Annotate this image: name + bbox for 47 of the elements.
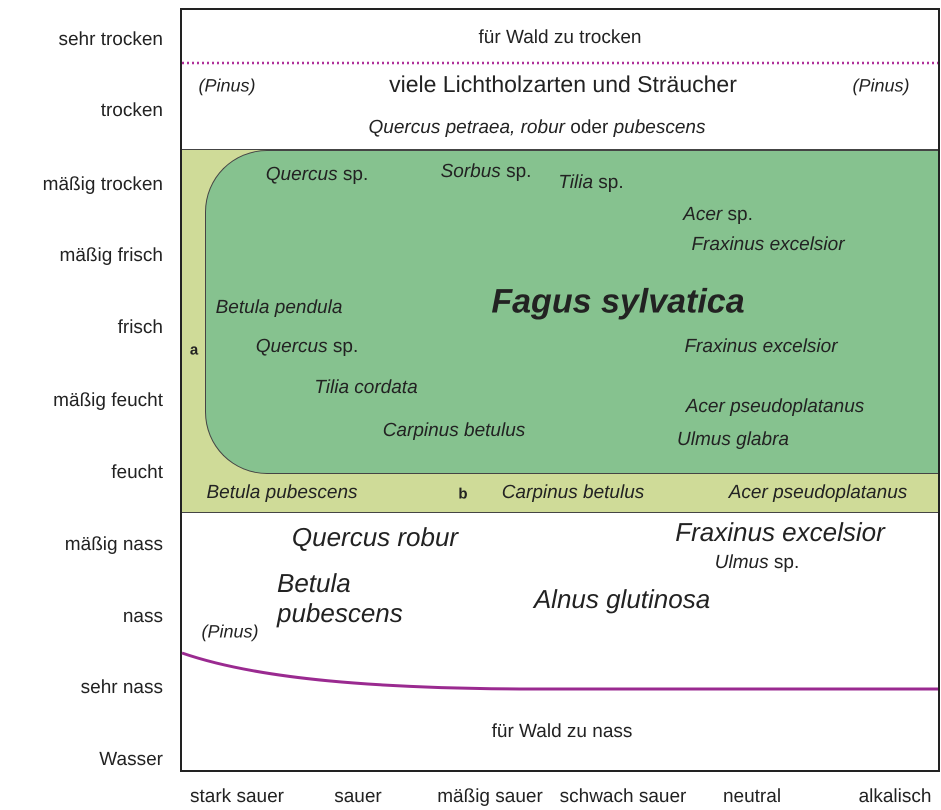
species-label: (Pinus) [198,76,256,96]
species-label: Ulmus glabra [677,429,789,451]
axis-label: alkalisch [858,786,932,808]
axis-label: mäßig sauer [437,786,543,808]
axis-label: trocken [100,100,163,122]
axis-label: sehr trocken [58,29,163,51]
zone-label: für Wald zu nass [492,721,632,743]
species-label: Alnus glutinosa [534,585,710,615]
species-label: Fraxinus excelsior [675,518,885,548]
axis-label: stark sauer [190,786,284,808]
zone-letter: a [190,341,198,359]
species-label: Quercus sp. [266,164,368,186]
species-label: Carpinus betulus [502,482,644,504]
species-label: Quercus robur [292,523,458,553]
species-label: Betula pubescens [206,482,358,504]
species-label: Fraxinus excelsior [684,336,838,358]
axis-label: schwach sauer [560,786,686,808]
species-label: Tilia sp. [558,172,624,194]
species-label: Acer pseudoplatanus [728,482,908,504]
axis-label: Wasser [99,749,163,771]
zone-label: für Wald zu trocken [478,27,642,49]
species-label: Tilia cordata [314,377,418,399]
species-label: (Pinus) [852,76,910,96]
axis-label: mäßig frisch [60,245,163,267]
species-label: (Pinus) [202,622,258,642]
species-label: Carpinus betulus [382,420,526,442]
axis-label: nass [122,606,163,628]
zone-letter: b [458,485,468,503]
axis-label: sauer [334,786,382,808]
species-label: Betula pubescens [277,569,404,629]
axis-label: frisch [118,317,163,339]
species-label: Acer sp. [683,204,753,226]
species-label: Betula pendula [216,297,342,319]
axis-label: mäßig feucht [53,390,163,412]
species-label: Quercus sp. [256,336,358,358]
species-label: Acer pseudoplatanus [686,396,864,418]
species-label: Sorbus sp. [440,161,532,183]
species-label: Quercus petraea, robur oder pubescens [368,117,706,139]
axis-label: feucht [111,462,163,484]
axis-label: mäßig nass [64,534,163,556]
axis-label: neutral [722,786,782,808]
axis-label: mäßig trocken [42,174,163,196]
species-label: Ulmus sp. [714,552,800,574]
species-label: Fraxinus excelsior [691,234,845,256]
species-label: Fagus sylvatica [491,282,745,322]
axis-label: sehr nass [80,677,163,699]
zone-label: viele Lichtholzarten und Sträucher [389,70,737,98]
